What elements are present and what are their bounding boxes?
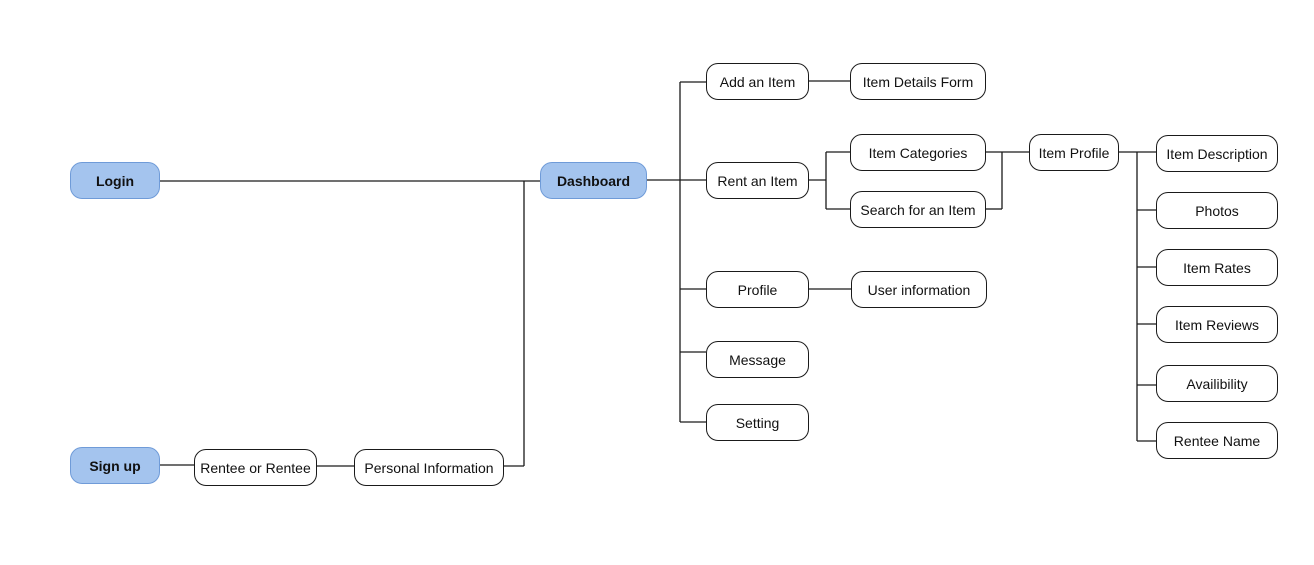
search-for-an-item-node[interactable]: Search for an Item <box>850 191 986 228</box>
profile-node[interactable]: Profile <box>706 271 809 308</box>
item-reviews-node[interactable]: Item Reviews <box>1156 306 1278 343</box>
user-information-node[interactable]: User information <box>851 271 987 308</box>
item-profile-node[interactable]: Item Profile <box>1029 134 1119 171</box>
add-an-item-node[interactable]: Add an Item <box>706 63 809 100</box>
item-description-node[interactable]: Item Description <box>1156 135 1278 172</box>
personal-information-node[interactable]: Personal Information <box>354 449 504 486</box>
photos-node[interactable]: Photos <box>1156 192 1278 229</box>
rent-an-item-node[interactable]: Rent an Item <box>706 162 809 199</box>
item-details-form-node[interactable]: Item Details Form <box>850 63 986 100</box>
login-node[interactable]: Login <box>70 162 160 199</box>
rentee-name-node[interactable]: Rentee Name <box>1156 422 1278 459</box>
sign-up-node[interactable]: Sign up <box>70 447 160 484</box>
message-node[interactable]: Message <box>706 341 809 378</box>
rentee-or-rentee-node[interactable]: Rentee or Rentee <box>194 449 317 486</box>
availibility-node[interactable]: Availibility <box>1156 365 1278 402</box>
item-rates-node[interactable]: Item Rates <box>1156 249 1278 286</box>
dashboard-node[interactable]: Dashboard <box>540 162 647 199</box>
item-categories-node[interactable]: Item Categories <box>850 134 986 171</box>
setting-node[interactable]: Setting <box>706 404 809 441</box>
